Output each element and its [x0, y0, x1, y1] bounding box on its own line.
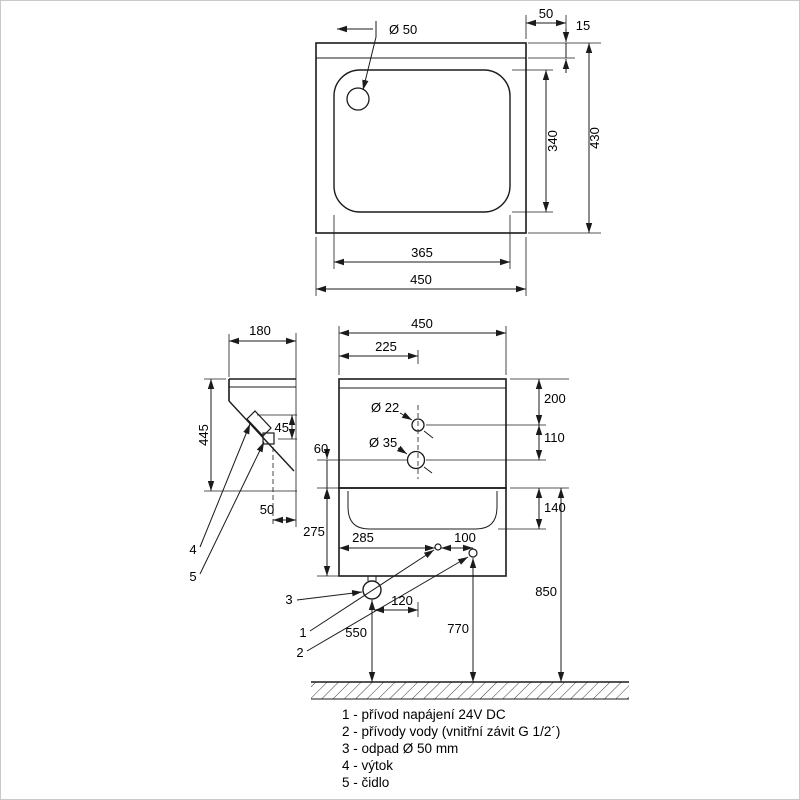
dim-label-drain-dia: Ø 50 — [389, 22, 417, 37]
dim-label-450-front: 450 — [411, 316, 433, 331]
drain-hole-top-view — [346, 87, 370, 111]
side-callout-leaders — [199, 423, 265, 575]
waste-outlet-circle — [362, 580, 382, 600]
dim-label-340: 340 — [545, 130, 560, 152]
dim-label-550: 550 — [345, 625, 367, 640]
dim-label-770: 770 — [447, 621, 469, 636]
top-view-basin-rim — [333, 69, 511, 213]
dim-label-50-side: 50 — [260, 502, 274, 517]
dim-total-width-450-top — [315, 237, 527, 296]
dim-spout-45 — [257, 414, 297, 440]
legend-item-1: 1 - přívod napájení 24V DC — [342, 707, 506, 722]
dim-label-445: 445 — [196, 424, 211, 446]
front-view-apron — [338, 487, 507, 577]
dim-total-depth-430 — [528, 42, 601, 234]
front-view-body — [338, 378, 507, 489]
floor — [311, 681, 629, 700]
power-inlet-circle — [434, 543, 442, 551]
dim-left-extensions — [317, 459, 407, 577]
dim-label-45: 45 — [275, 420, 289, 435]
top-view-outline — [315, 42, 527, 234]
legend: 1 - přívod napájení 24V DC 2 - přívody v… — [342, 707, 560, 790]
dim-label-140: 140 — [544, 500, 566, 515]
callout-1: 1 — [299, 625, 306, 640]
dim-label-110: 110 — [544, 430, 565, 445]
dim-total-width-450-front — [338, 326, 507, 375]
legend-item-4: 4 - výtok — [342, 758, 393, 773]
sensor-window — [262, 432, 275, 445]
floor-hatching — [311, 682, 629, 699]
dim-label-200: 200 — [544, 391, 566, 406]
basin-bowl-outline — [347, 491, 498, 530]
spout-outline — [246, 410, 272, 437]
dim-drain-dia — [337, 21, 377, 91]
callout-4: 4 — [189, 542, 196, 557]
legend-item-5: 5 - čidlo — [342, 775, 389, 790]
tap-hole-35 — [406, 450, 426, 470]
waste-stub-lines — [367, 576, 377, 581]
dim-height-445 — [204, 378, 297, 492]
legend-item-3: 3 - odpad Ø 50 mm — [342, 741, 458, 756]
dim-label-hole-22: Ø 22 — [371, 400, 399, 415]
callout-2: 2 — [296, 645, 303, 660]
dim-label-285: 285 — [352, 530, 374, 545]
dim-center-225 — [339, 350, 419, 364]
leader-4-spout — [199, 423, 251, 548]
dimension-labels: Ø 50 50 15 340 430 365 450 450 225 Ø 22 … — [196, 6, 602, 640]
dim-label-180: 180 — [249, 323, 271, 338]
leader-1-power — [309, 549, 435, 632]
callout-leaders — [296, 549, 469, 652]
dim-label-hole-35: Ø 35 — [369, 435, 397, 450]
dim-label-60: 60 — [314, 441, 328, 456]
callout-numbers: 1 2 3 4 5 — [189, 542, 306, 660]
dim-label-850: 850 — [535, 584, 557, 599]
leader-hole-35 — [396, 445, 433, 474]
dim-label-275: 275 — [303, 524, 325, 539]
leader-3-waste — [296, 590, 363, 601]
dim-proj-50 — [272, 447, 296, 527]
callout-5: 5 — [189, 569, 196, 584]
dim-flange-15 — [528, 29, 575, 73]
dim-label-flange-15: 15 — [576, 18, 590, 33]
leader-2-water — [306, 556, 469, 652]
dim-label-100: 100 — [454, 530, 476, 545]
dim-label-430: 430 — [587, 127, 602, 149]
dim-depth-180 — [228, 334, 296, 377]
dim-offset-120 — [374, 602, 419, 617]
dim-label-225: 225 — [375, 339, 397, 354]
dim-basin-width-365 — [333, 215, 511, 269]
dim-label-450-top: 450 — [410, 272, 432, 287]
top-view — [315, 15, 601, 296]
dim-label-365: 365 — [411, 245, 433, 260]
callout-3: 3 — [285, 592, 292, 607]
legend-item-2: 2 - přívody vody (vnitřní závit G 1/2´) — [342, 724, 560, 739]
side-view — [199, 333, 297, 575]
side-underside-slant — [228, 400, 295, 472]
front-view — [296, 326, 629, 700]
dim-basin-depth-340 — [512, 69, 553, 213]
dim-label-offset-50: 50 — [539, 6, 553, 21]
dim-right-extensions — [426, 378, 569, 530]
water-inlet-circle — [468, 548, 478, 558]
leader-5-sensor — [199, 441, 265, 575]
leader-hole-22 — [399, 412, 434, 439]
dim-label-120: 120 — [391, 593, 413, 608]
